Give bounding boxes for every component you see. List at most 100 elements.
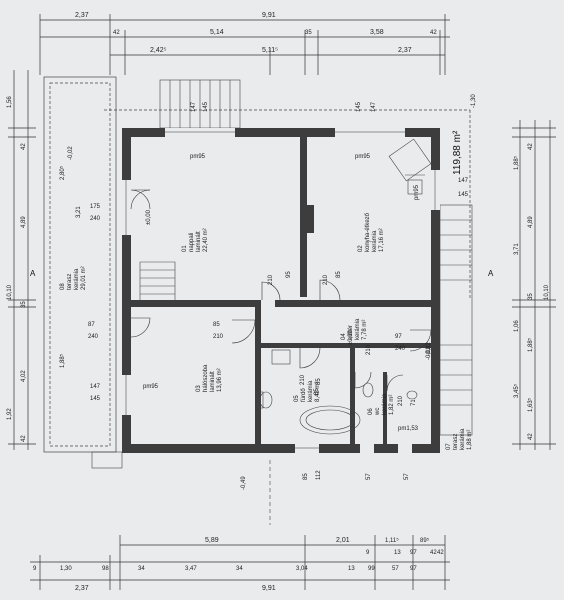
top-dim-7: 42 <box>430 30 437 36</box>
right-dim-9: 3,45⁵ <box>513 383 520 398</box>
left-dim-11: 3,21 <box>76 206 82 218</box>
svg-text:kerámia: kerámia <box>372 230 378 252</box>
svg-text:02: 02 <box>358 245 364 252</box>
svg-text:kerámia: kerámia <box>308 380 314 402</box>
svg-text:07: 07 <box>446 443 452 450</box>
room-04-label: 04 előtér kerámia 7,78 m² <box>341 318 368 340</box>
left-dim-6: 4,02 <box>21 370 27 382</box>
top-dim-10: 2,37 <box>398 47 412 54</box>
opening-o14: 210 <box>323 274 329 285</box>
level-mark-3: ±0,00 <box>348 329 354 345</box>
opening-o23: 85 <box>316 378 322 385</box>
room-01-label: 01 nappali laminált 22,40 m² <box>182 228 209 252</box>
bottom-dim-3: 1,11⁵ <box>385 537 399 544</box>
svg-text:22,40 m²: 22,40 m² <box>203 228 209 252</box>
opening-o3: 147 <box>371 101 377 112</box>
opening-o21: 240 <box>395 346 406 352</box>
opening-o33: 85 <box>303 473 309 480</box>
right-dim-7: 1,06 <box>514 320 520 332</box>
svg-text:01: 01 <box>182 245 188 252</box>
opening-o16: 87 <box>88 322 95 328</box>
svg-text:kerámia: kerámia <box>74 268 80 290</box>
bottom-dim-18: 99 <box>368 566 375 572</box>
top-dimension-lines <box>39 14 450 75</box>
right-dim-2: 1,88⁵ <box>513 155 520 170</box>
svg-text:előtér: előtér <box>348 325 354 340</box>
bottom-dim-7: 13 <box>394 550 401 556</box>
opening-o31: pm1,53 <box>398 426 419 432</box>
top-dim-4: 5,14 <box>210 29 224 36</box>
entrance-step <box>91 451 123 469</box>
level-mark-4: -0,02 <box>426 342 432 356</box>
kitchen-counter <box>388 138 432 195</box>
bottom-dim-1: 5,89 <box>205 537 219 544</box>
svg-text:05: 05 <box>294 395 300 402</box>
opening-o30: 210 <box>398 395 404 406</box>
bottom-dim-17: 13 <box>348 566 355 572</box>
bottom-dim-11: 1,30 <box>60 566 72 572</box>
bottom-dimension-lines <box>30 535 450 590</box>
left-dim-5: 35 <box>21 301 27 308</box>
bottom-dim-8: 97 <box>410 550 417 556</box>
section-mark-right: A <box>488 269 494 278</box>
bottom-dim-4: 89⁵ <box>420 537 430 544</box>
left-dim-1: 1,56 <box>7 96 13 108</box>
svg-text:nappali: nappali <box>189 233 195 252</box>
opening-o12: 210 <box>268 274 274 285</box>
svg-text:hálószoba: hálószoba <box>203 364 209 392</box>
bottom-dim-10: 9 <box>33 566 37 572</box>
opening-o19: 210 <box>213 334 224 340</box>
section-mark-left: A <box>30 269 36 278</box>
svg-text:06: 06 <box>368 408 374 415</box>
top-dim-6: 3,58 <box>370 29 384 36</box>
window-glazing <box>125 131 436 449</box>
opening-o22: 210 <box>366 344 372 355</box>
svg-text:1,82 m²: 1,82 m² <box>389 395 395 415</box>
opening-o4: 145 <box>356 101 362 112</box>
svg-text:1,88 m²: 1,88 m² <box>467 430 473 450</box>
window-openings <box>122 128 440 453</box>
svg-text:terasz: terasz <box>453 434 459 450</box>
left-dim-4: 10,10 <box>7 284 13 300</box>
bottom-dim-5: 42 <box>430 550 437 556</box>
opening-o2: 145 <box>203 101 209 112</box>
right-dim-11: 42 <box>528 433 534 440</box>
left-dimension-lines <box>8 70 36 450</box>
opening-o29: 71 <box>411 399 417 406</box>
opening-o15: 85 <box>336 271 342 278</box>
svg-text:terasz: terasz <box>67 274 73 290</box>
opening-o8: 175 <box>90 204 101 210</box>
bottom-dim-12: 98 <box>102 566 109 572</box>
opening-o17: 240 <box>88 334 99 340</box>
svg-text:konyha-étkező: konyha-étkező <box>365 212 371 252</box>
level-mark-7: -0,02 <box>426 346 432 360</box>
svg-text:wc: wc <box>375 408 381 416</box>
svg-text:laminált: laminált <box>196 231 202 252</box>
level-mark-1: -0,02 <box>68 146 74 160</box>
level-mark-5: -0,49 <box>241 476 247 490</box>
bathroom-fixtures <box>257 349 418 435</box>
bottom-dim-9: 42 <box>437 550 444 556</box>
opening-o6: pm95 <box>355 154 371 160</box>
room-03-label: 03 hálószoba laminált 13,96 m² <box>196 364 223 392</box>
svg-text:kerámia: kerámia <box>382 393 388 415</box>
opening-o1: 147 <box>191 101 197 112</box>
top-dim-2: 9,91 <box>262 12 276 19</box>
left-dim-2: 42 <box>21 143 27 150</box>
opening-o26: pm95 <box>143 384 159 390</box>
svg-text:kerámia: kerámia <box>460 428 466 450</box>
opening-o5: pm95 <box>190 154 206 160</box>
right-dim-10: 1,63⁵ <box>527 397 534 412</box>
right-dimension-lines <box>512 120 556 450</box>
top-dim-9: 5,11⁵ <box>262 47 278 54</box>
room-06-label: 06 wc kerámia 1,82 m² <box>368 393 395 416</box>
interior-stair <box>139 261 176 300</box>
svg-text:08: 08 <box>60 283 66 290</box>
room-08-label: 08 terasz kerámia 29,01 m² <box>60 266 87 290</box>
bottom-dim-22: 9,91 <box>262 585 276 592</box>
bottom-dim-20: 97 <box>410 566 417 572</box>
interior-walls <box>131 137 431 444</box>
svg-text:17,16 m²: 17,16 m² <box>379 228 385 252</box>
bottom-dim-19: 57 <box>392 566 399 572</box>
level-mark-2: ±0,00 <box>146 209 152 225</box>
